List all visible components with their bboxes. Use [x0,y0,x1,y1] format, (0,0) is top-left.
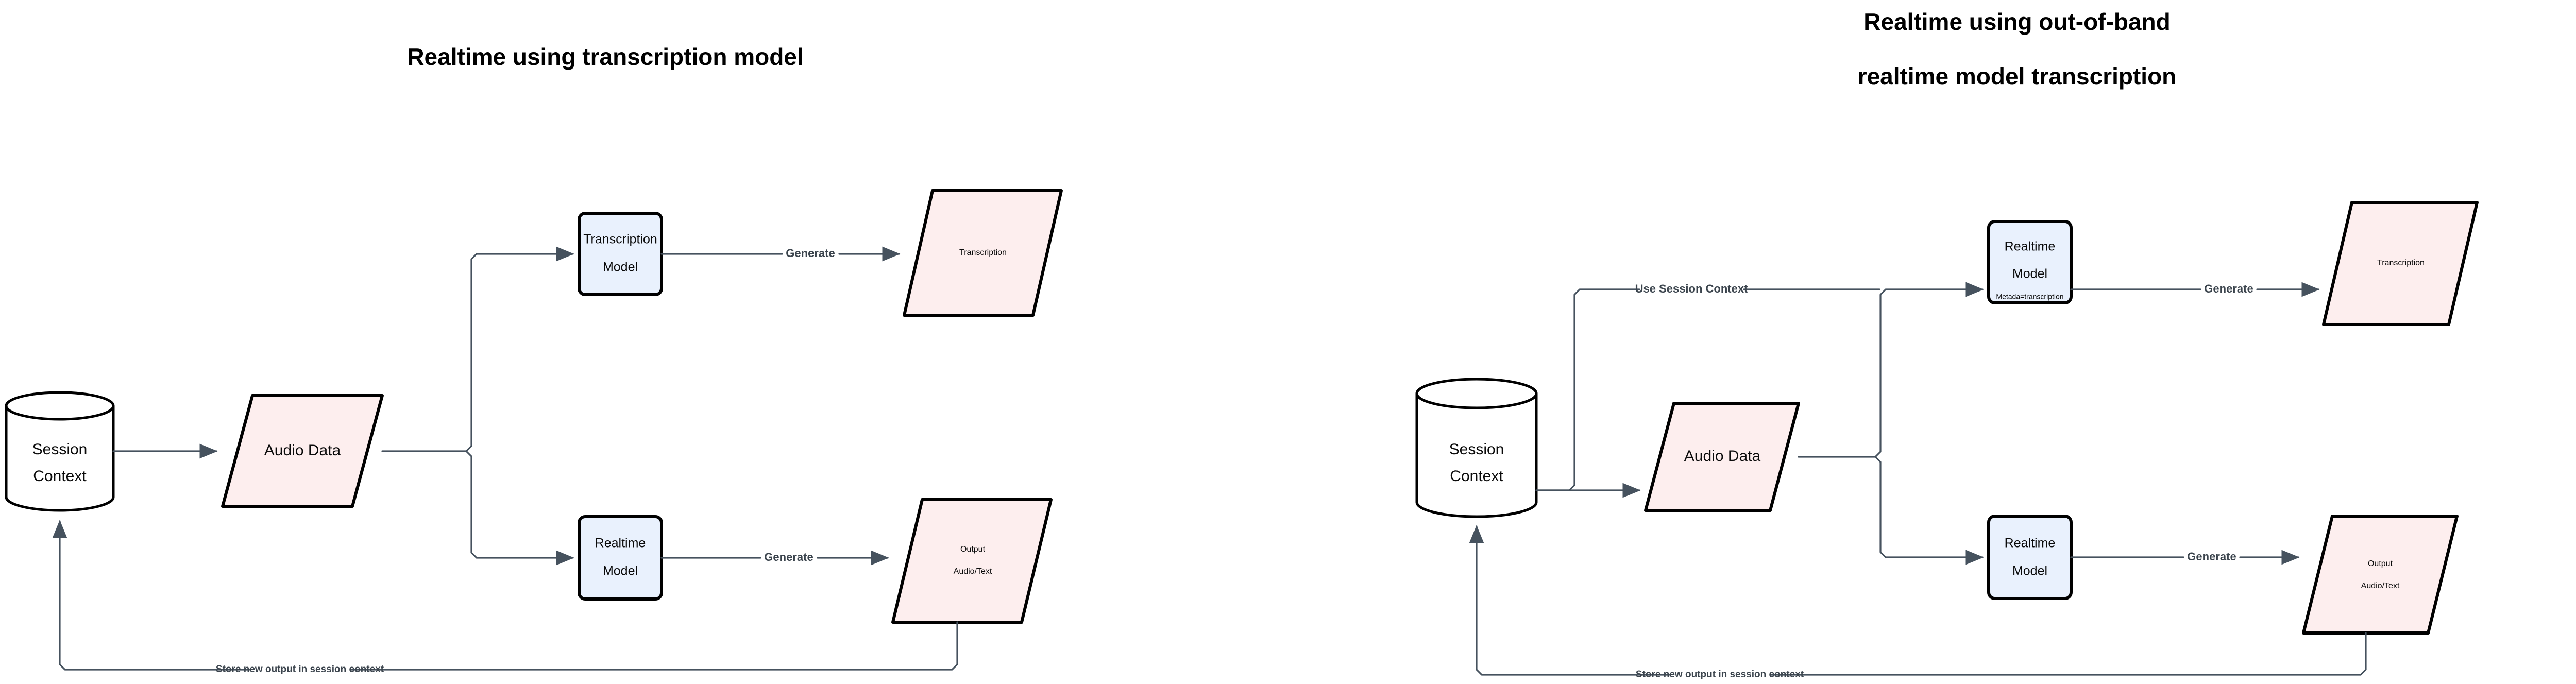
right-edge-label-store-output: Store new output in session context [1636,669,1804,680]
left-edge-feedback-right [349,621,958,671]
parallelogram-outline [1644,402,1800,512]
right-realtime-model-label-line2: Model [2012,564,2047,578]
right-session-context-node[interactable]: Session Context [1415,378,1538,518]
right-realtime-model-oob-node[interactable]: Realtime Model Metada=transcription [1987,220,2073,304]
left-transcription-model-node[interactable]: Transcription Model [578,212,663,296]
cylinder-top-outline [5,391,115,421]
cylinder-top-outline [1415,378,1538,409]
left-output-audio-text-label-line2: Audio/Text [954,567,992,576]
cylinder-top-fill [6,392,113,419]
right-edge-feedback-right [1769,632,2367,676]
right-edge-audio-to-realtime-model [1874,456,1984,565]
parallelogram-fill [893,500,1051,622]
cylinder-body [1417,379,1536,517]
right-edge-label-generate-bottom: Generate [2187,550,2236,563]
left-audio-data-node[interactable]: Audio Data [221,394,384,508]
left-edge-audio-to-realtime-model [465,450,574,566]
left-transcription-model-label-line2: Model [603,260,638,275]
left-realtime-model-label-line2: Model [603,564,638,578]
right-output-audio-text-node[interactable]: Output Audio/Text [2302,515,2459,635]
left-edge-label-generate-top: Generate [786,247,835,260]
left-diagram: Realtime using transcription model Sessi… [5,43,1063,675]
left-output-audio-text-label-line1: Output [960,545,986,554]
cylinder-outline [1415,394,1538,518]
parallelogram-fill [2324,202,2477,324]
right-realtime-model-node[interactable]: Realtime Model [1987,515,2073,600]
left-edge-audio-to-transcription-model [465,246,574,452]
right-diagram-title-line1: Realtime using out-of-band [1863,8,2170,35]
parallelogram-outline [2302,515,2459,635]
right-edge-session-context-up [1535,288,1640,491]
left-session-context-label-line2: Context [33,468,87,485]
box-outline [1987,220,2073,304]
parallelogram-outline [221,394,384,508]
left-audio-data-label: Audio Data [264,442,341,459]
left-output-audio-text-node[interactable]: Output Audio/Text [891,498,1053,624]
parallelogram-fill [904,191,1061,315]
right-realtime-model-oob-label-line2: Model [2012,267,2047,281]
right-output-audio-text-label-line2: Audio/Text [2361,582,2400,590]
parallelogram-outline [891,498,1053,624]
parallelogram-outline [903,189,1063,317]
right-edge-label-use-session-context: Use Session Context [1635,282,1749,295]
left-transcription-output-label: Transcription [959,248,1007,257]
parallelogram-outline [2322,201,2479,326]
right-realtime-model-oob-label-line1: Realtime [2005,240,2056,254]
right-edge-label-generate-top: Generate [2204,282,2253,295]
left-diagram-title: Realtime using transcription model [407,43,803,70]
parallelogram-fill [1646,403,1799,510]
right-session-context-label-line2: Context [1450,468,1503,485]
right-audio-data-label: Audio Data [1684,448,1761,465]
right-session-context-label-line1: Session [1449,441,1504,458]
box-fill [579,213,662,295]
right-diagram: Realtime using out-of-band realtime mode… [1415,8,2479,680]
right-transcription-output-label: Transcription [2377,259,2425,267]
right-realtime-model-label-line1: Realtime [2005,536,2056,551]
left-transcription-output-node[interactable]: Transcription [903,189,1063,317]
left-edge-feedback-left [52,520,250,671]
left-edge-label-generate-bottom: Generate [764,551,813,563]
right-realtime-model-oob-metadata-label: Metada=transcription [1996,293,2063,301]
left-session-context-node[interactable]: Session Context [5,391,115,512]
cylinder-body [6,392,113,510]
right-edge-audio-to-realtime-oob [1874,282,1984,458]
left-session-context-label-line1: Session [32,441,88,458]
cylinder-outline [5,406,115,512]
cylinder-top-fill [1417,379,1536,408]
right-output-audio-text-label-line1: Output [2368,559,2393,568]
right-transcription-output-node[interactable]: Transcription [2322,201,2479,326]
right-edge-feedback-left [1469,525,1670,676]
box-fill [579,517,662,599]
left-realtime-model-node[interactable]: Realtime Model [578,515,663,601]
parallelogram-fill [2303,516,2457,633]
box-fill [1989,516,2071,598]
left-realtime-model-label-line1: Realtime [595,536,646,551]
right-diagram-title-line2: realtime model transcription [1858,63,2177,90]
left-transcription-model-label-line1: Transcription [583,232,657,247]
left-edge-label-store-output: Store new output in session context [216,664,384,675]
right-audio-data-node[interactable]: Audio Data [1644,402,1800,512]
box-fill [1989,221,2071,303]
parallelogram-fill [223,396,382,506]
